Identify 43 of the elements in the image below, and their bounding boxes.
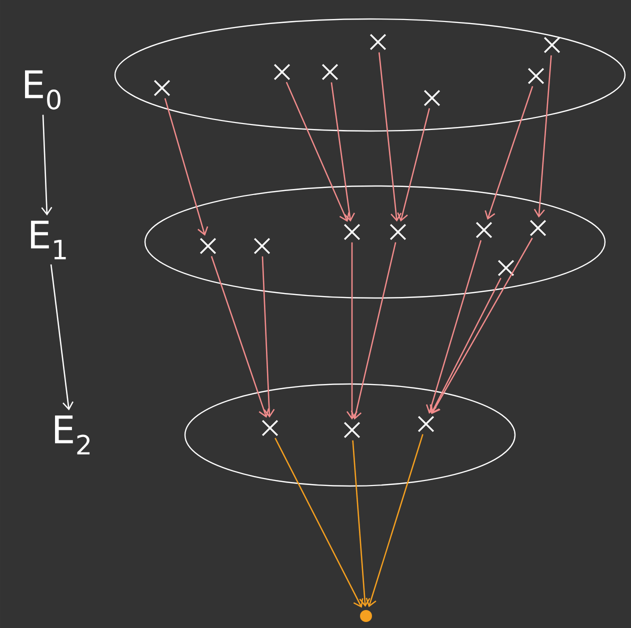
point-cross (274, 64, 290, 80)
arrow (50, 264, 74, 410)
arrow (366, 434, 424, 608)
target-dot (360, 610, 372, 622)
arrow (484, 86, 534, 220)
point-cross (322, 64, 338, 80)
point-cross (344, 224, 360, 240)
point-cross (254, 238, 270, 254)
point-cross (344, 422, 360, 438)
arrow (41, 114, 52, 216)
arrow (164, 98, 208, 236)
set-ellipse (114, 18, 626, 132)
arrow (346, 242, 358, 420)
point-cross (530, 220, 546, 236)
arrow (378, 52, 402, 222)
arrow (350, 242, 396, 420)
set-ellipse (144, 185, 606, 299)
point-cross (390, 224, 406, 240)
point-cross (370, 34, 386, 50)
point-cross (544, 36, 560, 54)
arrow (286, 82, 350, 222)
arrow (210, 256, 270, 418)
arrow (330, 82, 355, 222)
set-ellipse (184, 383, 516, 487)
point-cross (200, 238, 216, 254)
arrow (397, 108, 430, 222)
arrow (352, 440, 370, 607)
arrow (430, 278, 502, 414)
set-label: E$_{0}$ (25, 70, 60, 110)
point-cross (262, 420, 278, 436)
point-cross (424, 90, 440, 106)
arrow (262, 256, 275, 418)
point-cross (476, 222, 492, 238)
point-cross (418, 416, 434, 432)
set-label: E$_{1}$ (31, 220, 66, 260)
arrow (274, 438, 364, 608)
arrow (426, 240, 482, 414)
point-cross (528, 68, 544, 84)
set-label: E$_{2}$ (55, 416, 90, 454)
arrow (534, 55, 552, 218)
point-cross (498, 260, 514, 276)
arrow (430, 238, 533, 414)
point-cross (154, 80, 170, 96)
